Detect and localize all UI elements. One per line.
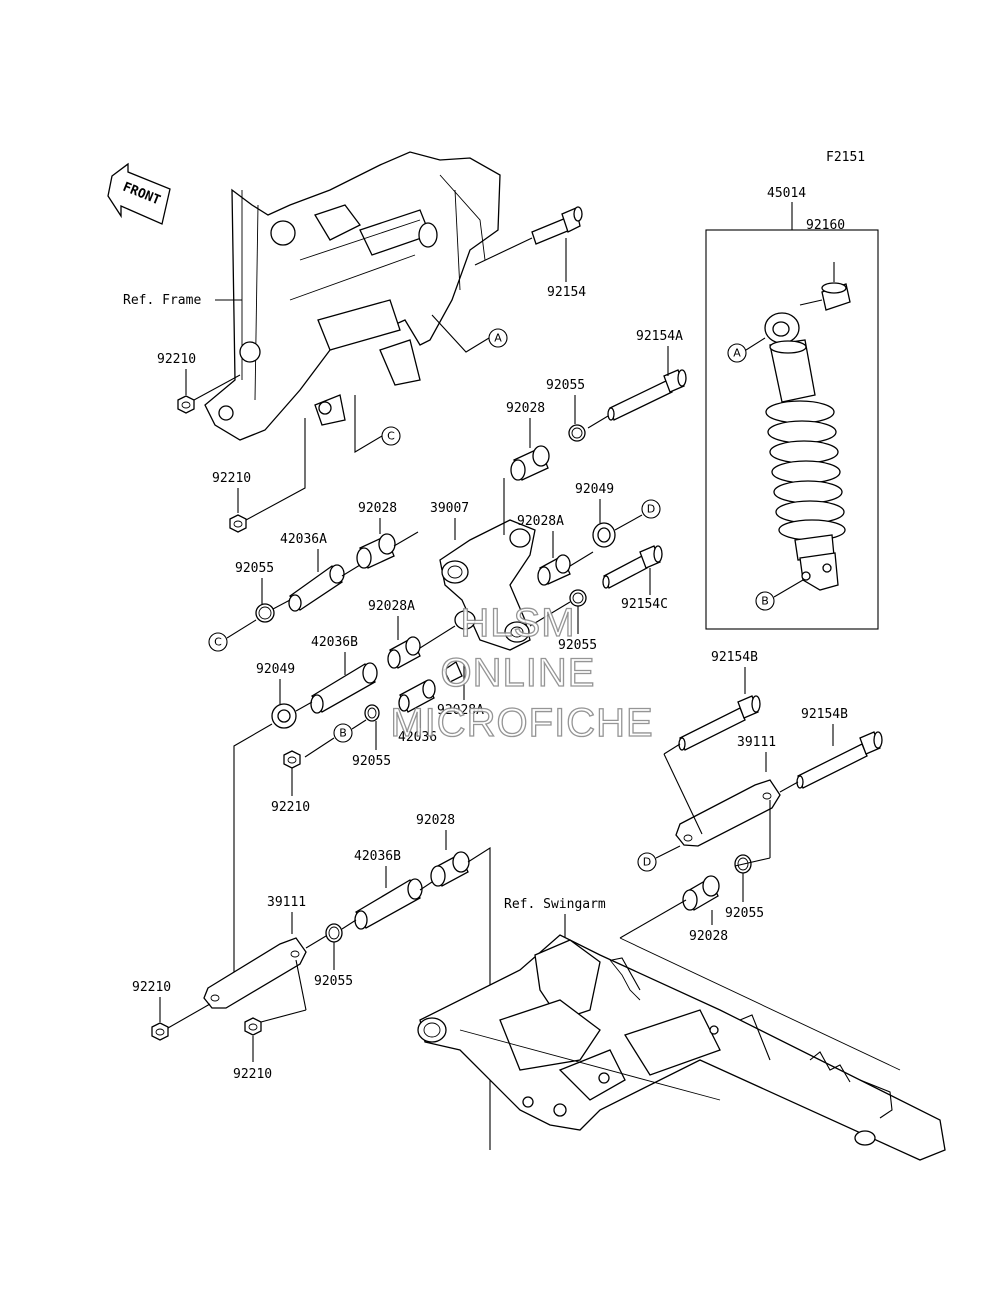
marker-a-shock-text: A xyxy=(733,347,741,360)
bolt-92154C-drawing xyxy=(602,545,663,589)
marker-b-shock-text: B xyxy=(761,595,769,608)
label-92160: 92160 xyxy=(806,218,845,233)
marker-d-rod-text: D xyxy=(643,856,651,869)
bolt-92154B-upper xyxy=(678,695,761,751)
label-92055-upper: 92055 xyxy=(546,378,585,393)
marker-c-link-text: C xyxy=(214,636,222,649)
label-92049-right: 92049 xyxy=(575,482,614,497)
label-92154C: 92154C xyxy=(621,597,668,612)
label-92154: 92154 xyxy=(547,285,586,300)
label-92049-left: 92049 xyxy=(256,662,295,677)
washer-92049-left xyxy=(271,703,297,729)
tie-rod-39111-left xyxy=(203,937,307,1009)
shock-absorber-drawing xyxy=(764,262,851,591)
oring-92055-lower xyxy=(364,704,380,722)
label-39007: 39007 xyxy=(430,501,469,516)
watermark: HLSM ONLINE MICROFICHE xyxy=(390,600,654,745)
nut-92210-bottom-left xyxy=(151,1022,169,1041)
watermark-line-2: ONLINE xyxy=(441,651,596,695)
bolt-92154A-drawing xyxy=(607,369,687,421)
label-92055-right: 92055 xyxy=(558,638,597,653)
tie-rod-39111-right xyxy=(675,779,781,847)
nut-92210-mid xyxy=(229,514,247,533)
marker-c-link xyxy=(208,632,228,652)
swingarm-drawing xyxy=(417,934,946,1161)
label-92028-upper: 92028 xyxy=(506,401,545,416)
bushing-92028A-right xyxy=(537,554,571,586)
label-92028A-left: 92028A xyxy=(368,599,415,614)
label-92210-bottom-left: 92210 xyxy=(132,980,171,995)
label-92210-bottom: 92210 xyxy=(233,1067,272,1082)
label-92210-top: 92210 xyxy=(157,352,196,367)
label-39111-left: 39111 xyxy=(267,895,306,910)
label-92028A-lower: 92028A xyxy=(437,703,484,718)
label-92154B-lower: 92154B xyxy=(801,707,848,722)
label-92210-link: 92210 xyxy=(271,800,310,815)
ref-swingarm-label: Ref. Swingarm xyxy=(504,897,606,912)
label-92028A-right: 92028A xyxy=(517,514,564,529)
label-39111-right: 39111 xyxy=(737,735,776,750)
bolt-92154-drawing xyxy=(474,206,583,266)
label-92154A: 92154A xyxy=(636,329,683,344)
collar-42036A xyxy=(288,564,345,612)
collar-42036B-upper xyxy=(310,662,378,714)
oring-92055-upper xyxy=(568,424,586,442)
figure-code: F2151 xyxy=(826,150,865,165)
frame-drawing xyxy=(204,151,501,441)
bushing-92028-rod xyxy=(682,875,720,911)
bushing-92028-upper xyxy=(510,445,550,481)
collar-42036 xyxy=(398,661,463,713)
label-92028-left: 92028 xyxy=(358,501,397,516)
bushing-92028-left xyxy=(356,533,396,569)
marker-d-rod xyxy=(637,852,657,872)
marker-b-shock xyxy=(755,591,775,611)
linkage-39007-drawing xyxy=(439,519,536,651)
watermark-line-1: HLSM xyxy=(460,601,575,645)
nut-92210-top xyxy=(177,395,195,414)
label-92028-rod: 92028 xyxy=(689,929,728,944)
label-92154B-upper: 92154B xyxy=(711,650,758,665)
marker-d-link xyxy=(641,499,661,519)
label-92055-bottom: 92055 xyxy=(314,974,353,989)
washer-92049-right xyxy=(592,522,616,548)
label-42036: 42036 xyxy=(398,730,437,745)
label-45014: 45014 xyxy=(767,186,806,201)
label-92210-mid: 92210 xyxy=(212,471,251,486)
bushing-92028A-left xyxy=(387,636,421,669)
nut-92210-bottom xyxy=(244,1017,262,1036)
label-92028-lower: 92028 xyxy=(416,813,455,828)
watermark-line-3: MICROFICHE xyxy=(390,701,653,745)
collar-42036B-lower xyxy=(354,878,423,930)
label-42036A: 42036A xyxy=(280,532,327,547)
ref-frame-label: Ref. Frame xyxy=(123,293,201,308)
marker-a-shock xyxy=(727,343,747,363)
bolt-92154B-lower xyxy=(796,731,883,789)
label-42036B-upper: 42036B xyxy=(311,635,358,650)
label-92055-left: 92055 xyxy=(235,561,274,576)
label-92055-rod: 92055 xyxy=(725,906,764,921)
marker-b-link-text: B xyxy=(339,727,347,740)
bushing-92028-lower xyxy=(430,851,470,887)
marker-a-frame-text: A xyxy=(494,332,502,345)
nut-92210-link xyxy=(283,750,301,769)
marker-b-link xyxy=(333,723,353,743)
label-42036B-lower: 42036B xyxy=(354,849,401,864)
front-arrow-icon: FRONT xyxy=(107,162,171,225)
marker-c-frame-text: C xyxy=(387,430,395,443)
label-92055-lower: 92055 xyxy=(352,754,391,769)
marker-d-link-text: D xyxy=(647,503,655,516)
